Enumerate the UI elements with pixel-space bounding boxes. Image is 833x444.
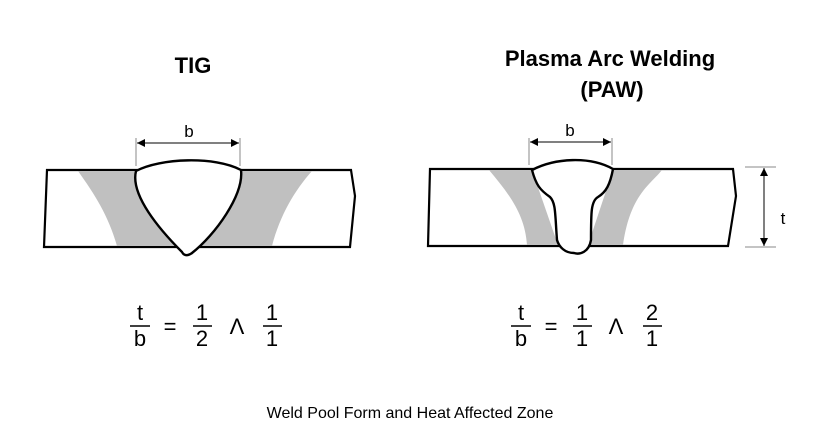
paw-ratio-b-num: 2: [646, 300, 658, 325]
paw-ratio-operator: Λ: [609, 314, 624, 339]
tig-title: TIG: [175, 53, 212, 78]
paw-haz-left: [489, 170, 558, 245]
paw-ratio-a-num: 1: [576, 300, 588, 325]
paw-ratio-t: t: [518, 300, 524, 325]
paw-weld-bead: [530, 158, 615, 255]
tig-haz-right: [195, 171, 312, 246]
paw-haz-right: [588, 170, 662, 245]
tig-weld-bead: [134, 159, 243, 257]
tig-ratio-a-den: 2: [196, 326, 208, 351]
paw-ratio-a-den: 1: [576, 326, 588, 351]
paw-title-line2: (PAW): [580, 77, 643, 102]
paw-ratio-formula: t b = 1 1 Λ 2 1: [511, 300, 662, 351]
tig-ratio-a-num: 1: [196, 300, 208, 325]
paw-ratio-b: b: [515, 326, 527, 351]
tig-ratio-operator: Λ: [230, 314, 245, 339]
tig-ratio-equals: =: [164, 314, 177, 339]
tig-ratio-b-den: 1: [266, 326, 278, 351]
paw-title-line1: Plasma Arc Welding: [505, 46, 715, 71]
tig-haz-left: [78, 171, 182, 246]
tig-section: TIG b: [42, 53, 357, 257]
paw-b-label: b: [565, 121, 574, 140]
tig-ratio-b-num: 1: [266, 300, 278, 325]
paw-ratio-equals: =: [545, 314, 558, 339]
tig-ratio-formula: t b = 1 2 Λ 1 1: [130, 300, 282, 351]
tig-b-label: b: [184, 122, 193, 141]
paw-t-label: t: [781, 209, 786, 228]
tig-ratio-t: t: [137, 300, 143, 325]
tig-ratio-b: b: [134, 326, 146, 351]
paw-section: Plasma Arc Welding (PAW) b t: [426, 46, 786, 255]
paw-ratio-b-den: 1: [646, 326, 658, 351]
figure-caption: Weld Pool Form and Heat Affected Zone: [267, 405, 554, 422]
